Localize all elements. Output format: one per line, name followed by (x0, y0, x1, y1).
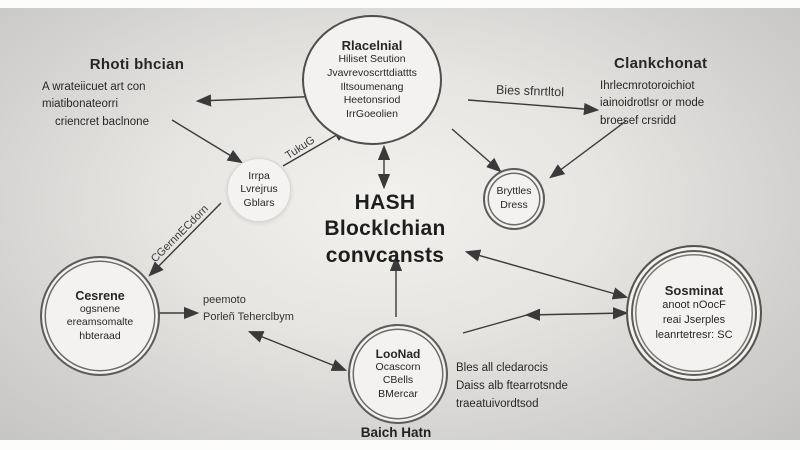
left-small-circle-line: Gblars (243, 196, 275, 209)
bottom-circle-line: BMercar (378, 387, 418, 400)
right-circle-line: leanrtetresr: SC (655, 328, 733, 341)
top-margin (0, 0, 800, 8)
connector-bottomcircle-join (462, 314, 528, 334)
left-circle-line: Cesrene (75, 288, 125, 303)
center-title-line: HASH (354, 191, 416, 214)
center-title-line: convcansts (325, 243, 445, 267)
left-circle-line: ogsnene (79, 302, 121, 315)
peemoto-arrow-label: peemoto Porleñ Teherclbym (203, 292, 353, 326)
peemoto-line: Porleñ Teherclbym (203, 311, 294, 324)
right-circle-line: Sosminat (664, 283, 724, 299)
tukng-arrow-label: TukuG (283, 134, 318, 162)
topleft-line: A wrateiicuet art con (42, 81, 146, 93)
top-circle-line: Rlacelnial (341, 38, 403, 54)
top-circle-line: Iltsoumenang (340, 80, 404, 93)
topright-text-block: Clankchonat Ihrlecmrotoroichiot iainoidr… (600, 55, 780, 130)
arrow-topcircle-rightsmall (451, 128, 502, 173)
topright-line: broesef crsridd (600, 114, 677, 127)
bies-arrow-label: Bies sfnrtltol (495, 82, 565, 100)
topleft-line: criencret baclnone (55, 115, 149, 128)
topright-title: Clankchonat (614, 55, 708, 72)
left-circle-node: Cesrene ogsnene ereamsomalte hbteraad (40, 256, 160, 376)
right-circle-line: anoot nOocF (662, 299, 726, 312)
topleft-title: Rhoti bhcian (89, 56, 185, 73)
right-small-circle-node: Bryttles Dress (483, 168, 545, 230)
top-circle-line: Jvavrevoscrttdiattts (327, 67, 417, 80)
topright-line: iainoidrotlsr or mode (600, 97, 705, 110)
top-circle-line: IrrGoeolien (346, 107, 398, 120)
peemoto-line: peemoto (203, 294, 246, 306)
bottom-caption: Baich Hatn (360, 425, 432, 440)
bottom-circle-line: CBells (382, 374, 414, 387)
arrow-topcircle-topright (467, 99, 600, 116)
center-title: HASH Blocklchian convcansts (300, 190, 470, 269)
left-small-circle-node: Irrpa Lvrejrus Gblars (227, 158, 291, 222)
top-circle-line: Heetonsriod (343, 94, 401, 107)
left-small-circle-line: Lvrejrus (240, 183, 278, 196)
top-circle-line: Hiliset Seution (338, 53, 406, 66)
bottom-right-line: Bles all cledarocis (456, 362, 549, 374)
right-circle-line: reai Jserples (662, 314, 726, 327)
right-circle-node: Sosminat anoot nOocF reai Jserples leanr… (626, 245, 762, 381)
bottom-margin (0, 440, 800, 450)
arrow-label-bottomcircle (247, 331, 348, 371)
topright-line: Ihrlecmrotoroichiot (600, 80, 695, 92)
arrow-rightcircle-hash (464, 249, 629, 300)
topleft-text-block: Rhoti bhcian A wrateiicuet art con miati… (42, 56, 232, 131)
right-small-circle-line: Dress (500, 199, 528, 211)
top-circle-node: Rlacelnial Hiliset Seution Jvavrevoscrtt… (302, 15, 442, 145)
center-title-line: Blocklchian (324, 217, 446, 241)
bottom-circle-node: LooNad Ocascorn CBells BMercar (348, 324, 448, 424)
bottom-right-text-block: Bles all cledarocis Daiss alb ftearrotsn… (456, 360, 631, 413)
bottom-right-line: Daiss alb ftearrotsnde (456, 379, 568, 392)
right-small-circle-line: Bryttles (496, 185, 532, 198)
bottom-circle-line: Ocascorn (375, 360, 421, 373)
cgern-arrow-label: CGernnECdorn (148, 202, 211, 266)
arrow-join-rightcircle (524, 307, 629, 321)
bottom-circle-line: LooNad (375, 346, 421, 361)
arrow-smallcircle-leftcircle (148, 202, 222, 277)
bottom-right-line: traeatuivordtsod (456, 397, 539, 410)
left-small-circle-line: Irrpa (248, 169, 270, 182)
left-circle-line: ereamsomalte (66, 316, 134, 329)
topleft-line: miatibonateorri (42, 98, 119, 111)
left-circle-line: hbteraad (79, 329, 121, 342)
